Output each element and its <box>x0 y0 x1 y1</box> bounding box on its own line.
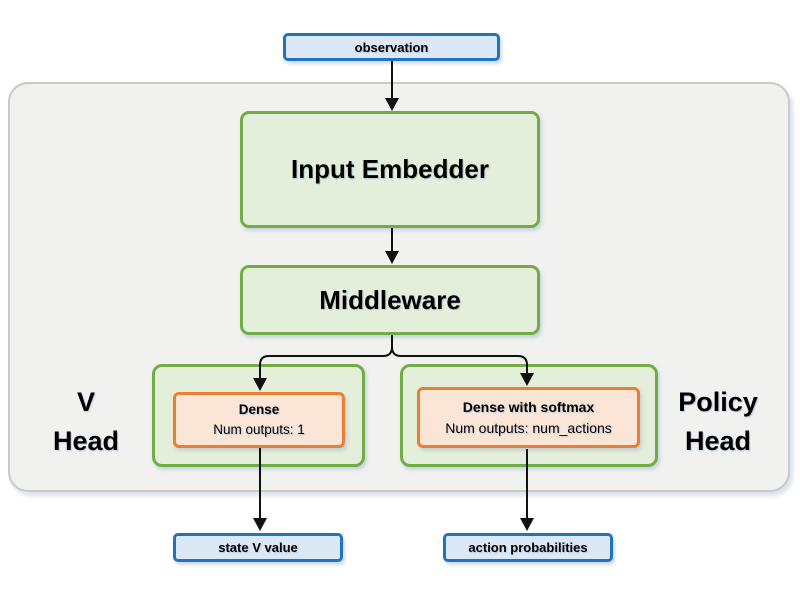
v-head-dense-title: Dense <box>238 402 280 418</box>
policy-head-dense-node: Dense with softmax Num outputs: num_acti… <box>417 387 640 448</box>
action-probabilities-label: action probabilities <box>468 540 588 555</box>
policy-head-label: Policy Head <box>658 383 778 461</box>
observation-label: observation <box>354 39 429 55</box>
policy-head-dense-title: Dense with softmax <box>462 399 595 416</box>
v-head-dense-subtitle: Num outputs: 1 <box>213 422 305 437</box>
input-embedder-node: Input Embedder <box>240 111 540 228</box>
arrowhead-dense-to-state-v <box>253 518 267 531</box>
action-probabilities-node: action probabilities <box>443 533 613 562</box>
policy-head-label-line1: Policy <box>678 387 758 417</box>
state-v-value-node: state V value <box>173 533 343 562</box>
arrowhead-softmax-to-action-prob <box>520 518 534 531</box>
state-v-value-label: state V value <box>218 540 298 555</box>
input-embedder-label: Input Embedder <box>291 154 489 184</box>
observation-node: observation <box>283 33 500 61</box>
v-head-label-line1: V <box>76 387 95 417</box>
v-head-label-line2: Head <box>52 426 120 457</box>
middleware-label: Middleware <box>319 284 461 315</box>
v-head-dense-node: Dense Num outputs: 1 <box>173 392 345 448</box>
v-head-label: V Head <box>30 383 142 461</box>
middleware-node: Middleware <box>240 265 540 335</box>
policy-head-dense-subtitle: Num outputs: num_actions <box>445 419 612 436</box>
policy-head-label-line2: Head <box>684 426 752 457</box>
